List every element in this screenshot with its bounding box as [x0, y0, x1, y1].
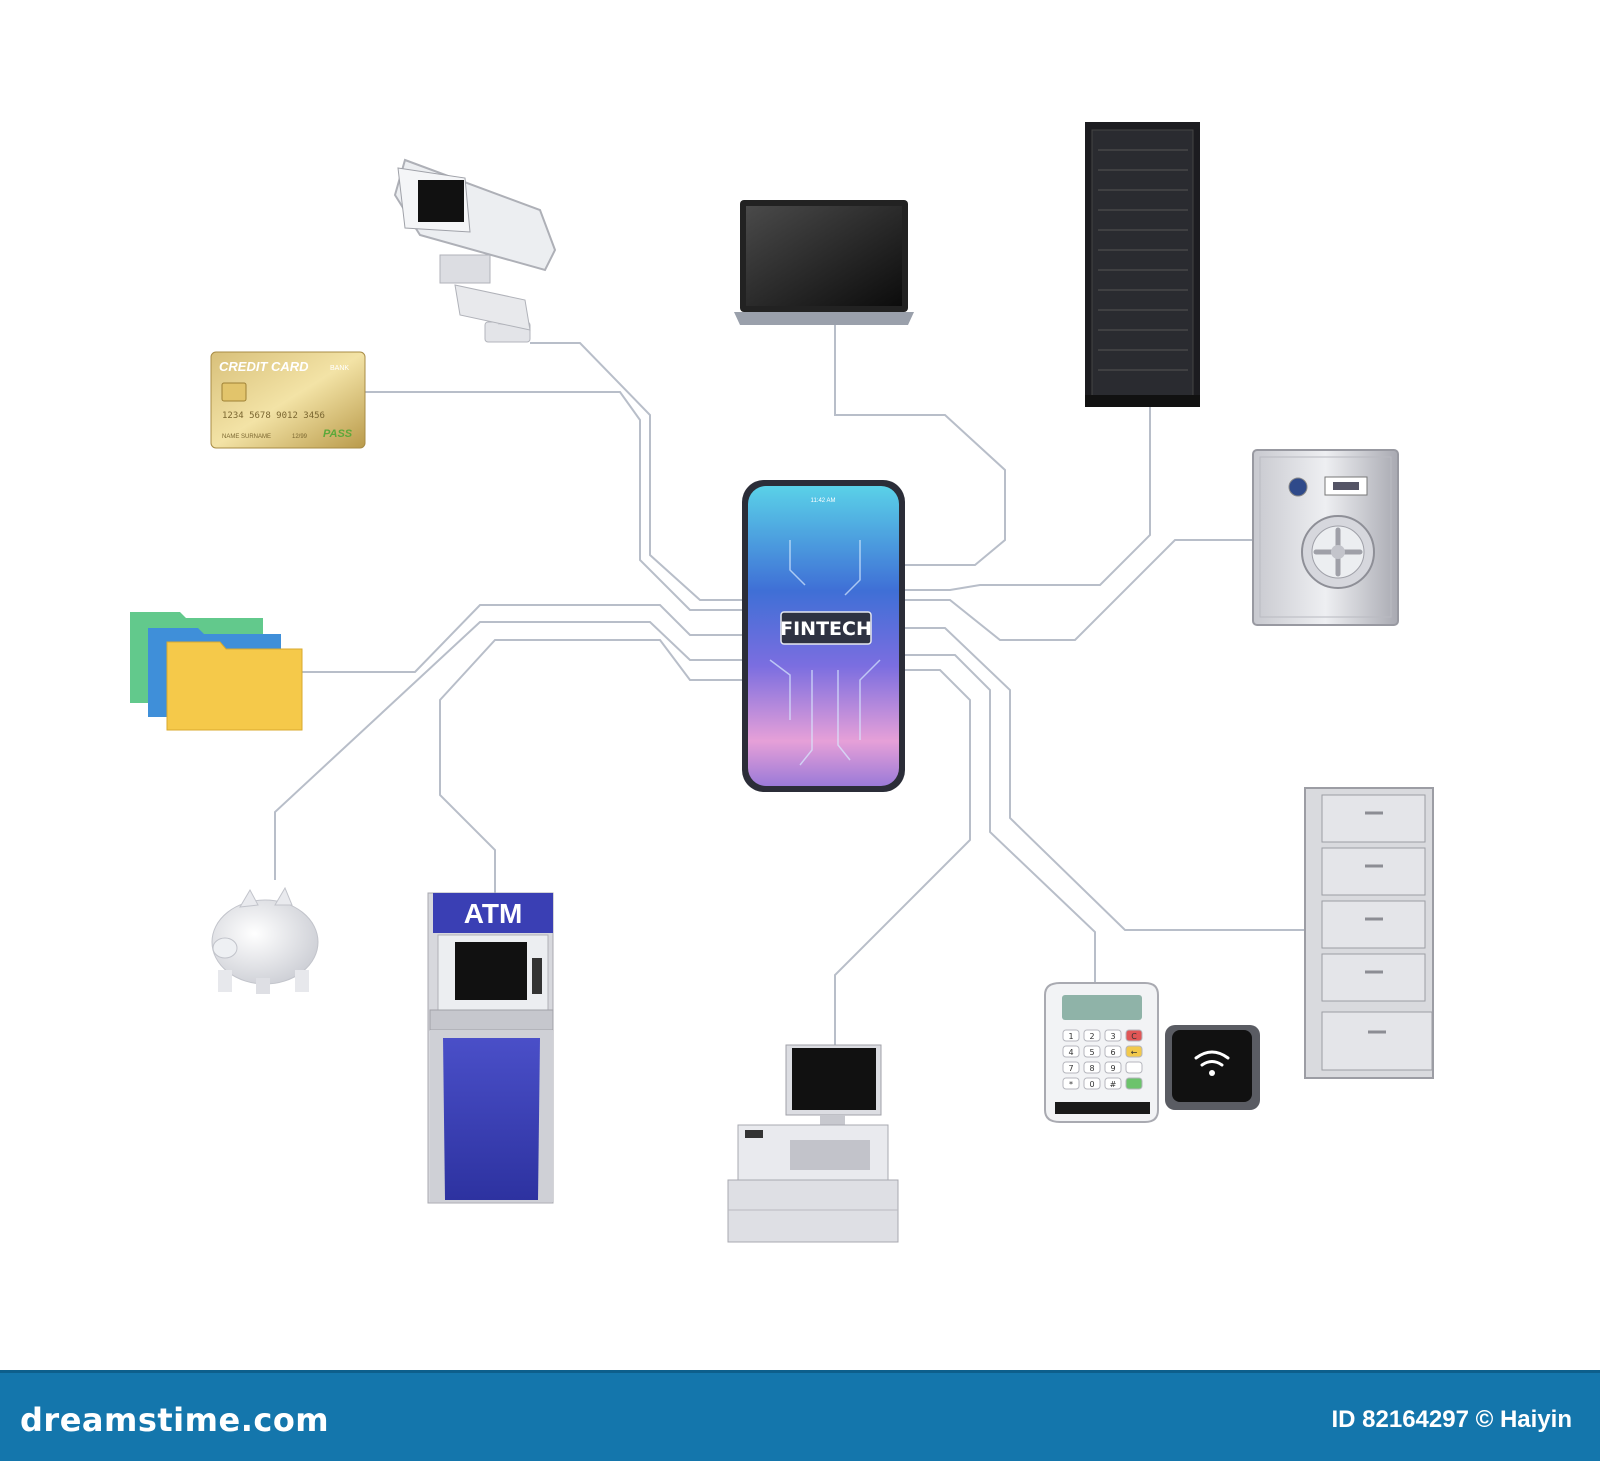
line-camera — [530, 342, 745, 601]
pos-key — [1125, 1061, 1143, 1074]
pos-key — [1104, 1061, 1122, 1074]
smartphone-icon: 11:42 AM FINTECH — [742, 480, 905, 792]
piggy-bank-icon — [211, 886, 319, 994]
line-atm — [439, 639, 745, 893]
atm-icon: ATM — [427, 892, 554, 1204]
pos-key-label: 9 — [1110, 1064, 1115, 1073]
footer-brand[interactable]: dreamstime.com — [20, 1401, 330, 1439]
pos-key-label: 8 — [1089, 1064, 1094, 1073]
line-card — [365, 391, 745, 611]
line-cabinet — [905, 627, 1305, 931]
pos-key — [1083, 1029, 1101, 1042]
connection-lines — [274, 325, 1305, 1045]
pos-key-label: 1 — [1068, 1032, 1073, 1041]
pos-key-label: 5 — [1089, 1048, 1094, 1057]
pos-key-label: C — [1131, 1032, 1137, 1041]
pos-key-label: 6 — [1110, 1048, 1115, 1057]
line-pos — [905, 654, 1096, 983]
pos-key — [1125, 1077, 1143, 1090]
footer-credit: ID 82164297 © Haiyin — [1331, 1406, 1573, 1433]
line-server — [905, 405, 1151, 591]
pos-key — [1083, 1077, 1101, 1090]
pos-key-label: 7 — [1068, 1064, 1073, 1073]
pos-key-label: * — [1069, 1080, 1073, 1089]
pos-key — [1062, 1077, 1080, 1090]
pos-key — [1062, 1061, 1080, 1074]
pos-key — [1083, 1045, 1101, 1058]
pos-key — [1104, 1045, 1122, 1058]
pos-key-label: 2 — [1089, 1032, 1094, 1041]
folders-icon — [130, 612, 303, 731]
pos-key — [1062, 1045, 1080, 1058]
pos-terminal-icon: 1 2 3 C 4 5 6 ← 7 8 9 * 0 # — [1044, 982, 1159, 1123]
safe-icon — [1252, 449, 1399, 626]
pos-key — [1125, 1045, 1143, 1058]
fintech-diagram: CREDIT CARD BANK 1234 5678 9012 3456 NAM… — [130, 122, 1434, 1243]
fintech-label: FINTECH — [780, 618, 872, 640]
credit-card-icon: CREDIT CARD BANK 1234 5678 9012 3456 NAM… — [210, 351, 366, 449]
cash-register-icon — [727, 1044, 899, 1243]
pos-key — [1083, 1061, 1101, 1074]
card-expiry: 12/99 — [292, 434, 308, 440]
nfc-reader-icon — [1165, 1025, 1260, 1110]
pos-key-label: # — [1110, 1080, 1117, 1089]
server-rack-icon — [1085, 122, 1200, 407]
card-badge: PASS — [323, 428, 353, 440]
pos-key — [1125, 1029, 1143, 1042]
pos-key-label: ← — [1131, 1048, 1138, 1057]
filing-cabinet-icon — [1304, 787, 1434, 1079]
card-title: CREDIT CARD — [219, 359, 309, 374]
line-piggy — [274, 621, 745, 880]
pos-key — [1104, 1077, 1122, 1090]
card-bank: BANK — [330, 365, 349, 372]
pos-key-label: 4 — [1068, 1048, 1073, 1057]
line-register — [834, 669, 971, 1045]
pos-key — [1062, 1029, 1080, 1042]
pos-key-label: 0 — [1089, 1080, 1094, 1089]
diagram-canvas: CREDIT CARD BANK 1234 5678 9012 3456 NAM… — [130, 122, 1434, 1243]
line-laptop — [834, 325, 1006, 566]
pos-key-label: 3 — [1110, 1032, 1115, 1041]
card-holder: NAME SURNAME — [222, 434, 271, 440]
security-camera-icon — [393, 158, 557, 343]
line-safe — [905, 539, 1255, 641]
footer-bar: dreamstime.com ID 82164297 © Haiyin — [0, 1370, 1600, 1461]
laptop-icon — [734, 200, 914, 325]
phone-status-time: 11:42 AM — [811, 498, 836, 504]
card-number: 1234 5678 9012 3456 — [222, 411, 325, 421]
atm-label: ATM — [464, 898, 523, 929]
pos-key — [1104, 1029, 1122, 1042]
line-folders — [300, 604, 745, 673]
